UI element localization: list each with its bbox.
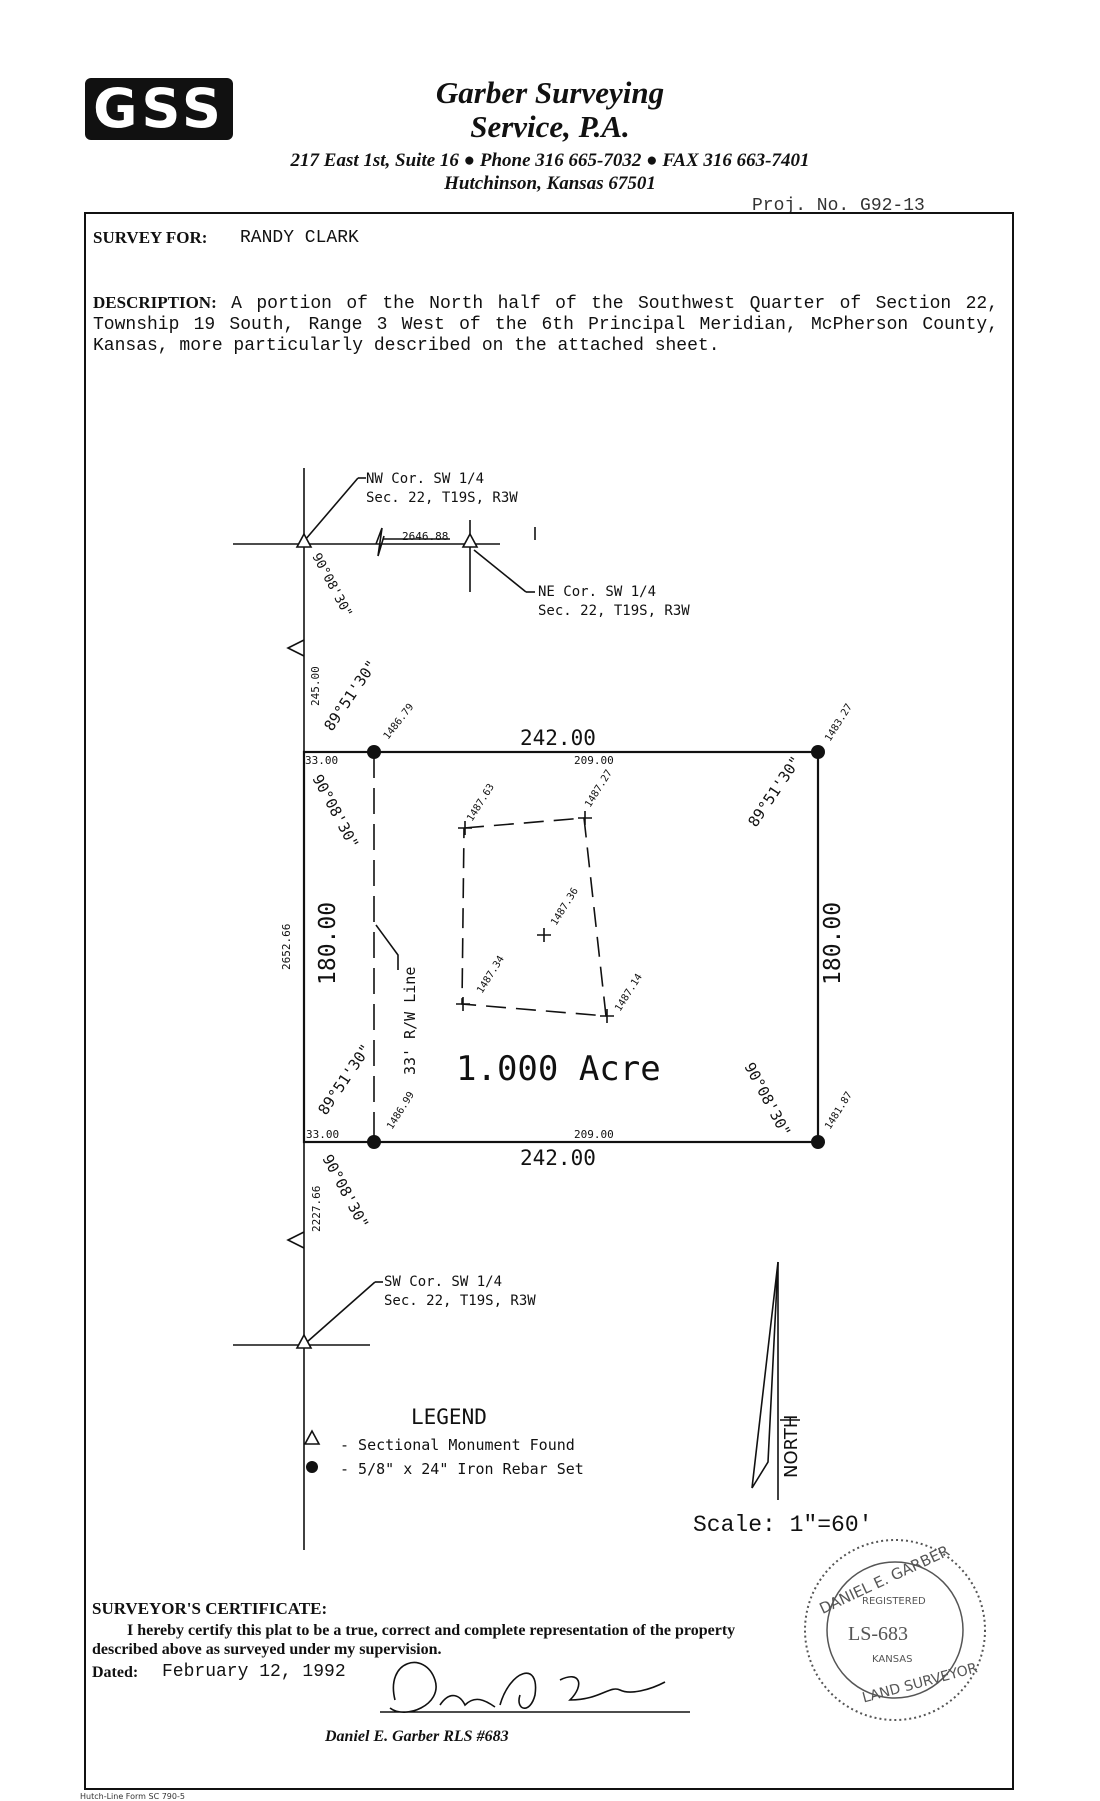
top-seg-right: 209.00: [574, 754, 614, 767]
description-label: DESCRIPTION:: [93, 293, 217, 312]
survey-for-value: RANDY CLARK: [240, 228, 359, 248]
legend-title: LEGEND: [411, 1405, 487, 1429]
company-name-line2: Service, P.A.: [470, 109, 630, 144]
monument-sw: [295, 1333, 313, 1349]
sw-corner-label-1: SW Cor. SW 1/4: [384, 1274, 502, 1290]
surveyor-seal: DANIEL E. GARBER REGISTERED LS-683 KANSA…: [804, 1539, 986, 1721]
dated-value: February 12, 1992: [162, 1662, 346, 1682]
north-arrow: [751, 1261, 779, 1489]
seal-number: LS-683: [848, 1623, 908, 1645]
project-number: Proj. No. G92-13: [752, 196, 925, 216]
ne-corner-leader: [473, 549, 527, 593]
elev-inner-bottom-left: 1487.34: [475, 954, 507, 996]
bottom-length: 242.00: [520, 1146, 596, 1170]
sw-corner-label-2: Sec. 22, T19S, R3W: [384, 1293, 536, 1309]
north-label: NORTH: [781, 1415, 802, 1478]
rw-line-leader: [375, 924, 399, 970]
top-length: 242.00: [520, 726, 596, 750]
elev-bottom-right: 1481.87: [823, 1090, 855, 1132]
tract-area: 1.000 Acre: [456, 1049, 661, 1089]
surveyor-signature: [380, 1661, 690, 1713]
legend-monument: - Sectional Monument Found: [340, 1436, 575, 1454]
dated-label: Dated:: [92, 1664, 139, 1681]
plat-frame: [84, 212, 1014, 1790]
sw-corner-leader: [306, 1281, 376, 1343]
bearing-nw: 90°08'30": [308, 551, 354, 620]
certificate-title: SURVEYOR'S CERTIFICATE:: [92, 1599, 328, 1618]
bearing-sw: 90°08'30": [318, 1151, 372, 1231]
bearing-bottom-right: 90°08'30": [740, 1059, 794, 1139]
ne-corner-label-2: Sec. 22, T19S, R3W: [538, 603, 690, 619]
nw-corner-leader: [304, 477, 359, 541]
elev-top-left: 1486.79: [382, 702, 417, 742]
company-logo: GSS: [85, 78, 233, 140]
form-number: Hutch-Line Form SC 790-5: [80, 1792, 185, 1801]
rebar-bottom-left: [367, 1135, 381, 1149]
elev-inner-top-left: 1487.63: [465, 782, 497, 824]
description-text: A portion of the North half of the South…: [93, 294, 998, 356]
elevation-points: [456, 811, 614, 1023]
monument-nw: [295, 532, 313, 548]
top-seg-left: 33.00: [305, 754, 338, 767]
bottom-seg-left: 33.00: [306, 1128, 339, 1141]
rebar-bottom-right: [811, 1135, 825, 1149]
break-mark-left-top: [286, 639, 305, 657]
seal-state: KANSAS: [872, 1654, 912, 1665]
tract-boundary: [302, 750, 820, 1144]
legend-rebar: - 5/8" x 24" Iron Rebar Set: [340, 1460, 584, 1478]
break-mark-top: [375, 527, 385, 557]
description-block: DESCRIPTION: A portion of the North half…: [93, 292, 998, 357]
seal-title: LAND SURVEYOR: [861, 1660, 980, 1706]
left-length: 180.00: [315, 902, 341, 985]
elev-inner-center: 1487.36: [549, 886, 581, 928]
bottom-seg-right: 209.00: [574, 1128, 614, 1141]
company-name: Garber Surveying Service, P.A.: [380, 76, 720, 144]
bearing-top-left: 89°51'30": [320, 657, 380, 734]
certificate-text: I hereby certify this plat to be a true,…: [92, 1622, 736, 1658]
seal-registered: REGISTERED: [862, 1596, 926, 1607]
rw-line-label: 33' R/W Line: [401, 967, 419, 1075]
bearing-inner-left-top: 90°08'30": [308, 771, 362, 851]
monument-ne: [461, 532, 479, 548]
nw-corner-label-2: Sec. 22, T19S, R3W: [366, 490, 518, 506]
ne-corner-label-1: NE Cor. SW 1/4: [538, 584, 656, 600]
top-section-distance: 2646.88: [402, 530, 448, 543]
elev-inner-top-right: 1487.27: [583, 768, 615, 810]
scale-label: Scale: 1"=60': [693, 1512, 873, 1538]
nw-corner-label-1: NW Cor. SW 1/4: [366, 471, 484, 487]
bearing-top-right: 89°51'30": [744, 753, 804, 830]
elev-bottom-left: 1486.99: [385, 1090, 417, 1132]
legend-circle-icon: [306, 1461, 318, 1473]
rebar-top-left: [367, 745, 381, 759]
dist-total-left: 2652.66: [280, 924, 293, 970]
dist-2227: 2227.66: [310, 1186, 323, 1232]
company-address: 217 East 1st, Suite 16 ● Phone 316 665-7…: [290, 150, 810, 171]
survey-for-label: SURVEY FOR:: [93, 228, 208, 247]
signer-name: Daniel E. Garber RLS #683: [325, 1728, 509, 1745]
company-name-line1: Garber Surveying: [435, 75, 665, 110]
break-mark-left-bottom: [286, 1231, 305, 1249]
bearing-bottom-left: 89°51'30": [314, 1041, 374, 1118]
elev-top-right: 1483.27: [823, 702, 855, 744]
right-length: 180.00: [820, 902, 846, 985]
elev-inner-bottom-right: 1487.14: [613, 972, 645, 1014]
legend-triangle-icon: [303, 1429, 321, 1445]
company-city: Hutchinson, Kansas 67501: [444, 173, 656, 194]
dist-245: 245.00: [309, 666, 322, 706]
rebar-top-right: [811, 745, 825, 759]
